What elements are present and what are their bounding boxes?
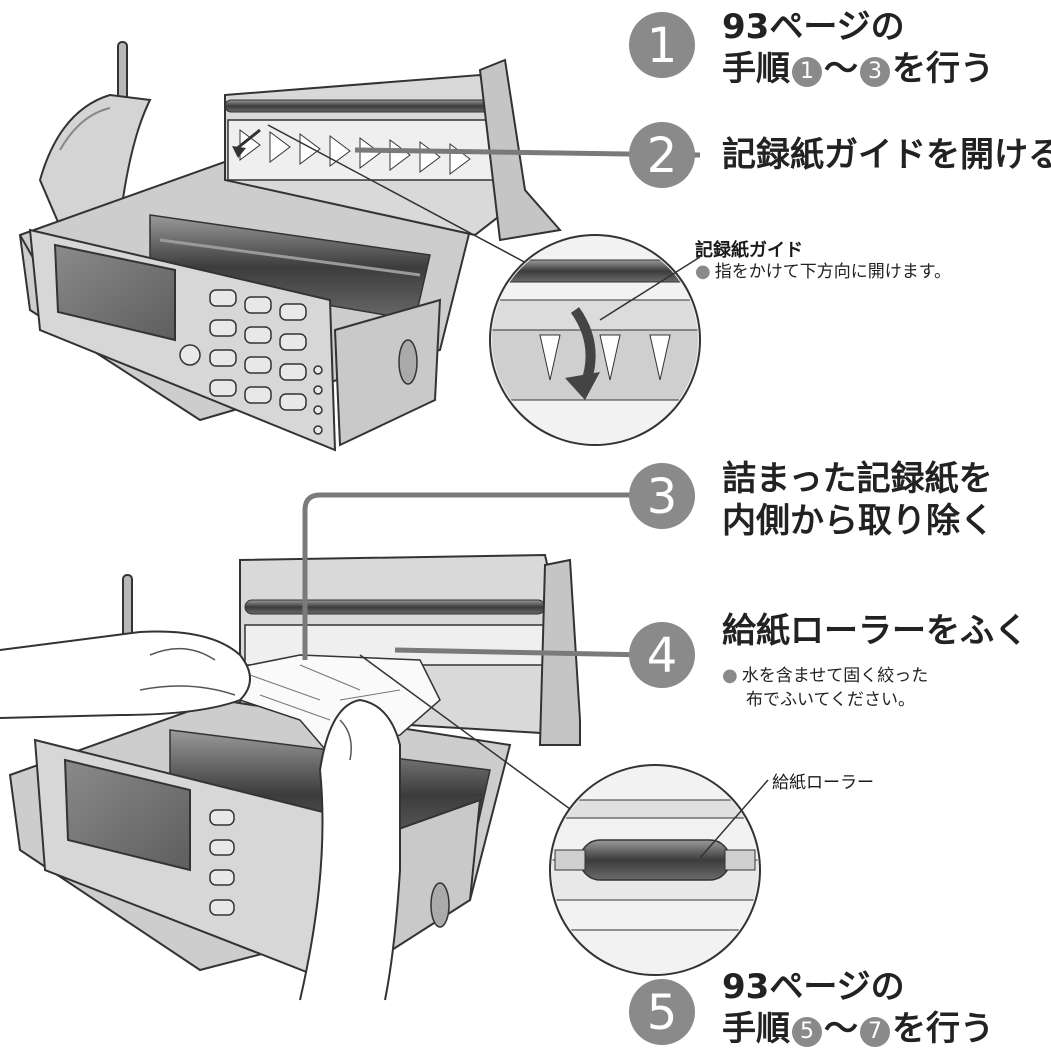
- roller-label: 給紙ローラー: [772, 773, 874, 793]
- ref-step-badge: 5: [792, 1017, 822, 1047]
- step-3-line1: 詰まった記録紙を: [722, 459, 993, 499]
- step-1-badge: 1: [629, 12, 695, 78]
- zoom-circle-roller: [549, 764, 761, 976]
- zoom-circle-paper-guide: [489, 234, 701, 446]
- ref-step-badge: 1: [792, 57, 822, 87]
- step-3-badge: 3: [629, 463, 695, 529]
- fax-device-top: [18, 41, 562, 452]
- step-3-line2: 内側から取り除く: [722, 501, 994, 541]
- step-3-text: 詰まった記録紙を 内側から取り除く: [722, 458, 994, 542]
- svg-text:4: 4: [647, 628, 678, 684]
- svg-text:2: 2: [647, 128, 678, 184]
- svg-text:3: 3: [647, 469, 678, 525]
- ref-step-badge: 3: [860, 57, 890, 87]
- svg-text:5: 5: [647, 985, 678, 1041]
- paper-guide-label: 記録紙ガイド: [695, 240, 803, 261]
- step-1-line1: 93ページの: [722, 7, 905, 47]
- bullet-icon: ●: [722, 665, 738, 686]
- paper-guide-note: ●指をかけて下方向に開けます。: [695, 261, 952, 282]
- bullet-icon: ●: [695, 261, 711, 282]
- step-5-badge: 5: [629, 979, 695, 1045]
- roller-note: ●水を含ませて固く絞った 布でふいてください。: [722, 665, 929, 710]
- step-4-text: 給紙ローラーをふく: [722, 611, 1028, 651]
- step-2-text: 記録紙ガイドを開ける: [722, 135, 1051, 175]
- ref-step-badge: 7: [860, 1017, 890, 1047]
- step-5-line1: 93ページの: [722, 967, 905, 1007]
- svg-text:1: 1: [647, 18, 678, 74]
- step-4-badge: 4: [629, 622, 695, 688]
- fax-device-bottom: [0, 553, 581, 1001]
- step-2-badge: 2: [629, 122, 695, 188]
